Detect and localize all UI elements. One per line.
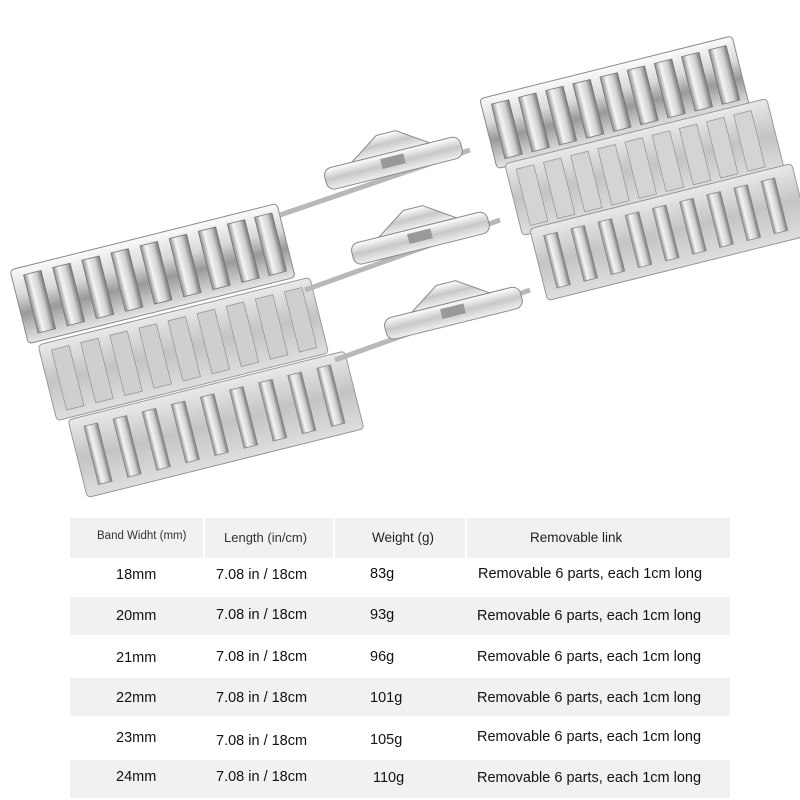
cell-length: 7.08 in / 18cm bbox=[216, 690, 308, 706]
cell-length: 7.08 in / 18cm bbox=[216, 567, 308, 583]
cell-weight: 110g bbox=[373, 770, 405, 786]
table-row: 24mm 7.08 in / 18cm 110g Removable 6 par… bbox=[70, 760, 730, 798]
column-divider bbox=[203, 518, 205, 558]
column-divider bbox=[333, 518, 335, 558]
left-band-brushed bbox=[38, 277, 329, 421]
butterfly-clasp-icon bbox=[279, 130, 471, 218]
cell-width: 24mm bbox=[116, 769, 157, 785]
cell-width: 22mm bbox=[116, 690, 157, 706]
header-band-width: Band Widht (mm) bbox=[97, 530, 187, 542]
table-row: 18mm 7.08 in / 18cm 83g Removable 6 part… bbox=[70, 558, 730, 596]
cell-weight: 83g bbox=[370, 566, 395, 582]
right-band-polished bbox=[480, 36, 750, 169]
cell-weight: 96g bbox=[370, 649, 395, 665]
cell-length: 7.08 in / 18cm bbox=[216, 769, 308, 785]
cell-weight: 93g bbox=[370, 607, 395, 623]
table-row: 23mm 7.08 in / 18cm 105g Removable 6 par… bbox=[70, 718, 730, 756]
right-band-mixed bbox=[530, 163, 800, 301]
cell-link: Removable 6 parts, each 1cm long bbox=[478, 566, 703, 582]
butterfly-clasp-icon bbox=[304, 205, 501, 293]
cell-weight: 101g bbox=[370, 690, 403, 706]
header-length: Length (in/cm) bbox=[224, 530, 308, 545]
cell-width: 20mm bbox=[116, 608, 157, 624]
cell-length: 7.08 in / 18cm bbox=[216, 733, 308, 749]
cell-link: Removable 6 parts, each 1cm long bbox=[477, 690, 702, 706]
cell-width: 18mm bbox=[116, 567, 157, 583]
cell-width: 23mm bbox=[116, 730, 157, 746]
watch-bands-photo bbox=[10, 36, 800, 498]
butterfly-clasp-icon bbox=[334, 280, 531, 363]
cell-link: Removable 6 parts, each 1cm long bbox=[477, 729, 702, 745]
table-row: 20mm 7.08 in / 18cm 93g Removable 6 part… bbox=[70, 597, 730, 635]
left-band-polished bbox=[10, 203, 295, 344]
left-band-mixed bbox=[68, 351, 364, 498]
cell-length: 7.08 in / 18cm bbox=[216, 649, 308, 665]
header-removable-link: Removable link bbox=[530, 530, 623, 545]
table-row: 21mm 7.08 in / 18cm 96g Removable 6 part… bbox=[70, 638, 730, 676]
cell-link: Removable 6 parts, each 1cm long bbox=[477, 608, 702, 624]
band-spec-table: Band Widht (mm) Length (in/cm) Weight (g… bbox=[70, 518, 730, 798]
right-band-brushed bbox=[505, 98, 785, 236]
cell-link: Removable 6 parts, each 1cm long bbox=[477, 649, 702, 665]
header-weight: Weight (g) bbox=[372, 530, 435, 545]
column-divider bbox=[465, 518, 467, 558]
cell-length: 7.08 in / 18cm bbox=[216, 607, 308, 623]
cell-link: Removable 6 parts, each 1cm long bbox=[477, 770, 702, 786]
cell-width: 21mm bbox=[116, 650, 157, 666]
table-header-row: Band Widht (mm) Length (in/cm) Weight (g… bbox=[70, 518, 730, 558]
cell-weight: 105g bbox=[370, 732, 403, 748]
table-row: 22mm 7.08 in / 18cm 101g Removable 6 par… bbox=[70, 678, 730, 716]
